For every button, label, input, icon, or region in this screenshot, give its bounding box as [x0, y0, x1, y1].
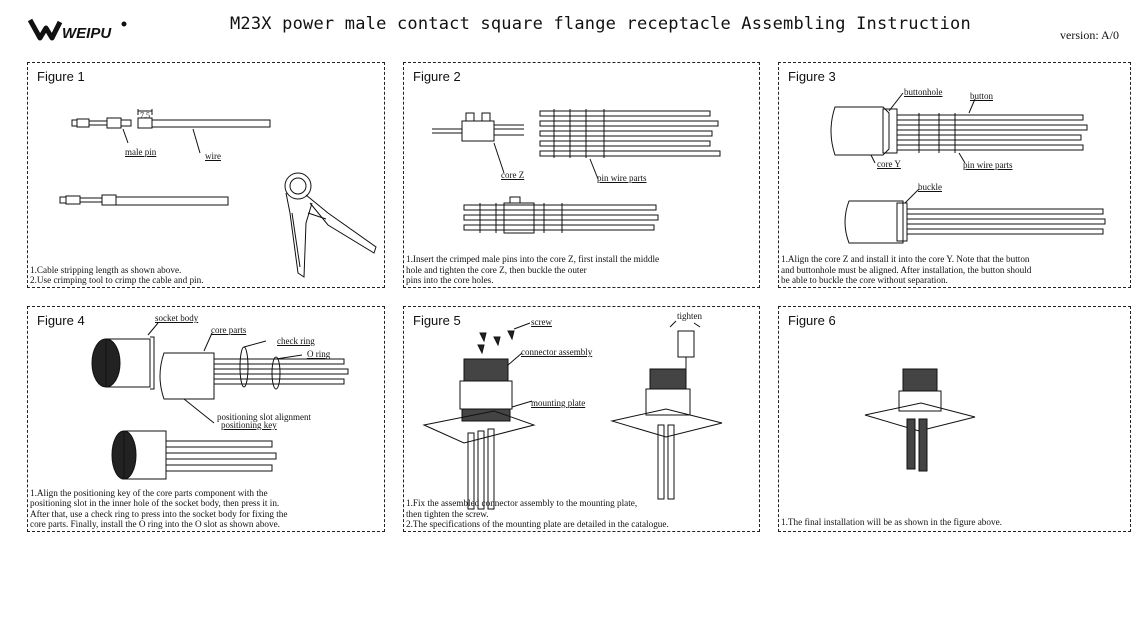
figure-1-panel: Figure 1 7.5 male pin wire 1.Cable strip…	[27, 62, 385, 288]
figure-4-step: After that, use a check ring to press in…	[30, 508, 288, 519]
tighten-label: tighten	[677, 311, 702, 321]
positioning-key-label: positioning key	[221, 420, 277, 430]
core-parts-label: core parts	[211, 325, 247, 335]
final-installation-illustration	[864, 368, 976, 472]
version-label: version: A/0	[1060, 28, 1119, 42]
page-title: M23X power male contact square flange re…	[230, 14, 971, 34]
figure-5-step: 2.The specifications of the mounting pla…	[406, 519, 669, 530]
core-y-assembly-illustration	[830, 92, 1106, 244]
figure-3-title: Figure 3	[788, 69, 836, 84]
mounting-plate-installation-illustration	[422, 320, 723, 510]
socket-body-assembly-illustration	[91, 322, 349, 480]
core-z-pin-insertion-illustration	[432, 109, 721, 234]
figure-2-step: hole and tighten the core Z, then buckle…	[406, 264, 587, 275]
figure-3-step: 1.Align the core Z and install it into t…	[781, 254, 1030, 265]
cable-and-crimp-tool-illustration	[59, 109, 377, 278]
mounting-plate-label: mounting plate	[531, 398, 586, 408]
figure-5-title: Figure 5	[413, 313, 461, 328]
figure-2-step: pins into the core holes.	[406, 275, 494, 286]
figure-2-step: 1.Insert the crimped male pins into the …	[406, 254, 660, 265]
o-ring-label: O ring	[307, 349, 331, 359]
figure-2-steps: 1.Insert the crimped male pins into the …	[404, 254, 759, 286]
slot-alignment-label: positioning slot alignment	[217, 412, 311, 422]
figure-1-steps: 1.Cable stripping length as shown above.…	[28, 265, 384, 286]
figure-5-steps: 1.Fix the assembled connector assembly t…	[404, 498, 759, 530]
male-pin-label: male pin	[125, 147, 157, 157]
figure-3-panel: Figure 3 buttonhole button core Y pin wi…	[778, 62, 1131, 288]
buttonhole-label: buttonhole	[904, 87, 943, 97]
core-y-label: core Y	[877, 159, 901, 169]
button-label: button	[970, 91, 994, 101]
figure-1-title: Figure 1	[37, 69, 85, 84]
check-ring-label: check ring	[277, 336, 315, 346]
figure-3-step: and buttonhole must be aligned. After in…	[781, 264, 1032, 275]
logo-text: WEIPU	[62, 25, 112, 42]
buckle-label: buckle	[918, 182, 942, 192]
core-z-label: core Z	[501, 170, 525, 180]
figure-4-title: Figure 4	[37, 313, 85, 328]
figure-2-panel: Figure 2 core Z pin wire parts 1.Insert …	[403, 62, 760, 288]
figure-2-title: Figure 2	[413, 69, 461, 84]
figure-4-step: 1.Align the positioning key of the core …	[30, 487, 268, 498]
figure-4-steps: 1.Align the positioning key of the core …	[28, 488, 384, 530]
figure-5-step: 1.Fix the assembled connector assembly t…	[406, 498, 638, 509]
figure-5-panel: Figure 5 screw connector assembly mounti…	[403, 306, 760, 532]
figure-6-title: Figure 6	[788, 313, 836, 328]
connector-assembly-label: connector assembly	[521, 347, 593, 357]
figure-6-steps: 1.The final installation will be as show…	[779, 517, 1130, 528]
figure-6-panel: Figure 6 1.The final installation will b…	[778, 306, 1131, 532]
strip-length-dimension: 7.5	[140, 111, 150, 120]
weipu-logo: WEIPU	[27, 14, 138, 44]
figure-3-steps: 1.Align the core Z and install it into t…	[779, 254, 1130, 286]
figure-4-step: positioning slot in the inner hole of th…	[30, 498, 280, 509]
wire-label: wire	[205, 151, 221, 161]
figure-1-step: 2.Use crimping tool to crimp the cable a…	[30, 275, 204, 286]
figure-5-step: then tighten the screw.	[406, 508, 489, 519]
pin-wire-parts-label: pin wire parts	[597, 173, 647, 183]
socket-body-label: socket body	[155, 313, 199, 323]
figure-4-step: core parts. Finally, install the O ring …	[30, 519, 280, 530]
figure-4-panel: Figure 4 socket body core parts check ri…	[27, 306, 385, 532]
figure-1-step: 1.Cable stripping length as shown above.	[30, 264, 182, 275]
screw-label: screw	[531, 317, 552, 327]
figure-6-step: 1.The final installation will be as show…	[781, 517, 1002, 528]
pin-wire-parts-label: pin wire parts	[963, 160, 1013, 170]
figure-3-step: be able to buckle the core without separ…	[781, 275, 948, 286]
